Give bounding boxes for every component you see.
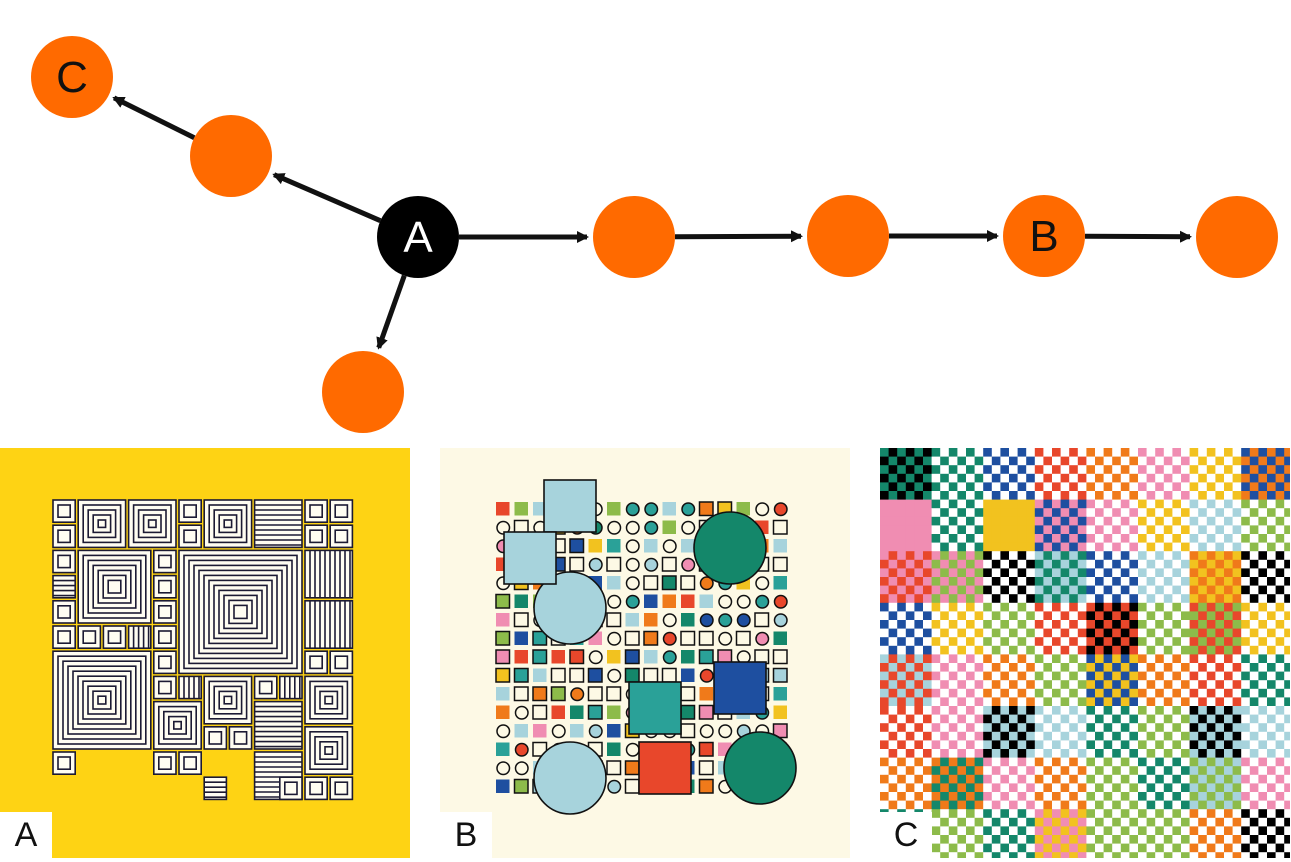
tile bbox=[153, 650, 177, 675]
tile bbox=[304, 776, 329, 801]
tile bbox=[178, 524, 203, 549]
graph-nodes: A C B bbox=[31, 36, 1278, 433]
tile bbox=[304, 499, 329, 524]
tile bbox=[329, 776, 354, 801]
tile bbox=[203, 725, 228, 750]
node-circle bbox=[593, 196, 675, 278]
tile bbox=[329, 524, 354, 549]
node-n3 bbox=[593, 196, 675, 278]
graph-edges bbox=[112, 95, 1193, 350]
tile bbox=[203, 675, 253, 725]
node-label: C bbox=[56, 53, 88, 102]
node-circle bbox=[377, 196, 459, 278]
tile bbox=[178, 751, 203, 776]
tile bbox=[153, 751, 177, 776]
tile bbox=[253, 675, 278, 700]
tile bbox=[304, 524, 329, 549]
tile bbox=[304, 675, 354, 725]
edge-A-n1 bbox=[272, 172, 382, 223]
tile bbox=[52, 650, 152, 750]
tile bbox=[77, 625, 102, 650]
panel-c-artwork bbox=[880, 448, 1290, 858]
node-circle bbox=[1003, 195, 1085, 277]
panel-a: A bbox=[0, 448, 410, 858]
tile bbox=[52, 499, 77, 524]
panel-a-label: A bbox=[0, 812, 52, 858]
tile bbox=[329, 650, 354, 675]
tile bbox=[52, 751, 77, 776]
tile bbox=[278, 675, 303, 700]
tile bbox=[304, 549, 354, 599]
node-C: C bbox=[31, 36, 113, 118]
tile bbox=[153, 600, 177, 624]
edge-B-n5 bbox=[1084, 230, 1193, 243]
node-n5 bbox=[1196, 196, 1278, 278]
tile bbox=[153, 549, 177, 574]
tile bbox=[304, 650, 329, 675]
tile bbox=[52, 549, 77, 574]
edge-A-n2 bbox=[376, 274, 407, 350]
tile bbox=[253, 499, 303, 549]
node-circle bbox=[807, 195, 889, 277]
node-circle bbox=[322, 351, 404, 433]
node-circle bbox=[1196, 196, 1278, 278]
tile bbox=[102, 625, 127, 650]
node-circle bbox=[31, 36, 113, 118]
tile bbox=[153, 574, 177, 599]
tile bbox=[52, 524, 77, 549]
tile bbox=[304, 600, 354, 650]
graph-diagram: A C B bbox=[31, 36, 1278, 433]
tile bbox=[329, 499, 354, 524]
tile bbox=[52, 574, 77, 599]
tile bbox=[228, 725, 253, 750]
tile bbox=[178, 499, 203, 524]
panel-b: B bbox=[440, 448, 850, 858]
tile bbox=[127, 499, 177, 549]
node-n4 bbox=[807, 195, 889, 277]
tile bbox=[77, 549, 152, 624]
tile bbox=[77, 499, 127, 549]
edge-n3-n4 bbox=[674, 230, 804, 243]
tile bbox=[178, 675, 203, 700]
node-n1 bbox=[190, 115, 272, 197]
panel-c-pixels bbox=[880, 448, 1290, 858]
node-n2 bbox=[322, 351, 404, 433]
tile bbox=[278, 776, 303, 801]
tile bbox=[203, 776, 228, 801]
panel-c-label: C bbox=[880, 812, 932, 858]
node-circle bbox=[190, 115, 272, 197]
tile bbox=[127, 625, 152, 650]
panel-b-shapes bbox=[495, 479, 797, 815]
panel-b-artwork bbox=[440, 448, 850, 858]
node-B: B bbox=[1003, 195, 1085, 277]
panel-a-artwork bbox=[0, 448, 410, 858]
tile bbox=[153, 700, 203, 750]
node-A: A bbox=[377, 196, 459, 278]
tile bbox=[203, 499, 253, 549]
tile bbox=[52, 600, 77, 624]
node-label: B bbox=[1029, 212, 1058, 261]
edge-n1-C bbox=[112, 95, 196, 140]
tile bbox=[153, 675, 177, 700]
tile bbox=[253, 700, 303, 750]
panel-b-label: B bbox=[440, 812, 492, 858]
tile bbox=[153, 625, 177, 650]
tile bbox=[52, 625, 77, 650]
tile bbox=[178, 549, 303, 675]
tile bbox=[304, 725, 354, 775]
node-label: A bbox=[403, 213, 433, 262]
panel-a-tiles bbox=[52, 499, 354, 801]
panel-c: C bbox=[880, 448, 1290, 858]
